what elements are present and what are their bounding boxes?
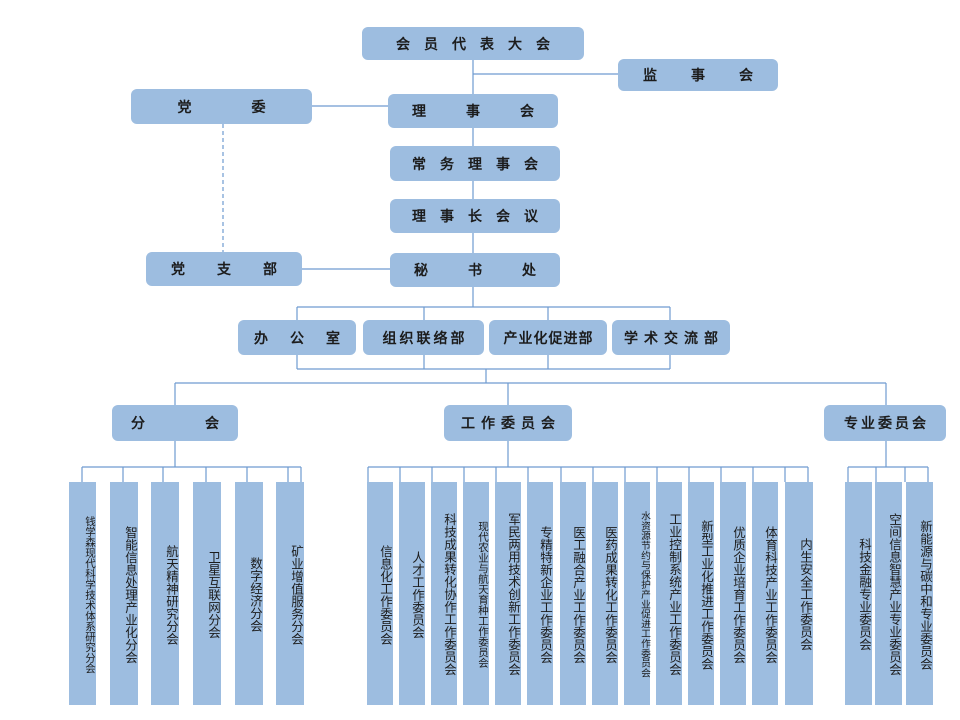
council-box: 理事会 [388, 94, 558, 128]
work-committee-item: 工业控制系统产业工作委员会 [656, 482, 682, 705]
branch-item: 航天精神研究分会 [151, 482, 179, 705]
work-committee-item: 体育科技产业工作委员会 [752, 482, 778, 705]
department-academic: 学术交流部 [612, 320, 730, 355]
work-committee-item: 优质企业培育工作委员会 [720, 482, 746, 705]
department-office: 办公室 [238, 320, 356, 355]
department-liaison: 组织联络部 [363, 320, 484, 355]
branch-item: 钱学森现代科学技术体系研究分会 [69, 482, 96, 705]
work-committee-item: 现代农业与航天育种工作委员会 [463, 482, 489, 705]
work-committee-item: 军民两用技术创新工作委员会 [495, 482, 521, 705]
chairman-meeting-box: 理事长会议 [390, 199, 560, 233]
work-committee-item: 科技成果转化协作工作委员会 [431, 482, 457, 705]
work-committee-item: 医药成果转化工作委员会 [592, 482, 618, 705]
work-committee-item: 信息化工作委员会 [367, 482, 393, 705]
branch-item: 卫星互联网分会 [193, 482, 221, 705]
party-branch-box: 党支部 [146, 252, 302, 286]
party-committee-box: 党委 [131, 89, 312, 124]
work-committee-item: 水资源节约与保护产业促进工作委员会 [624, 482, 650, 705]
work-committee-item: 专精特新企业工作委员会 [527, 482, 553, 705]
department-industrialization: 产业化促进部 [489, 320, 607, 355]
congress-box: 会员代表大会 [362, 27, 584, 60]
branch-item: 智能信息处理产业化分会 [110, 482, 138, 705]
supervisors-box: 监事会 [618, 59, 778, 91]
special-committee-item: 科技金融专业委员会 [845, 482, 872, 705]
standing-council-box: 常务理事会 [390, 146, 560, 181]
work-committee-item: 内生安全工作委员会 [785, 482, 813, 705]
work-committee-item: 新型工业化推进工作委员会 [688, 482, 714, 705]
secretariat-box: 秘书处 [390, 253, 560, 287]
work-committee-item: 人才工作委员会 [399, 482, 425, 705]
work-committees-group-box: 工作委员会 [444, 405, 572, 441]
branch-item: 数字经济分会 [235, 482, 263, 705]
work-committee-item: 医工融合产业工作委员会 [560, 482, 586, 705]
branch-item: 矿业增值服务分会 [276, 482, 304, 705]
special-committees-group-box: 专业委员会 [824, 405, 946, 441]
branches-group-box: 分会 [112, 405, 238, 441]
special-committee-item: 空间信息智慧产业专业委员会 [875, 482, 902, 705]
special-committee-item: 新能源与碳中和专业委员会 [906, 482, 933, 705]
